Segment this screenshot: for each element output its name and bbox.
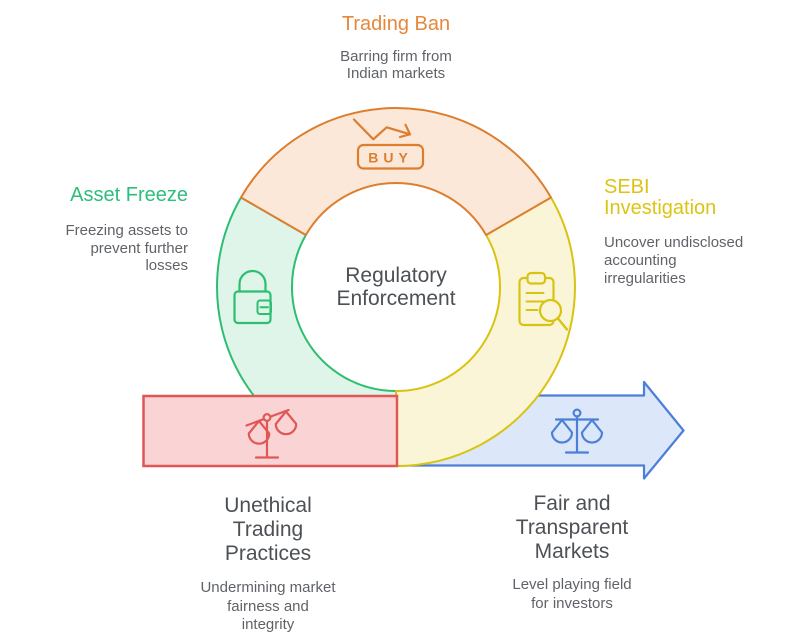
unethical-trading-title: Unethical Trading Practices	[224, 494, 312, 565]
asset-freeze-title: Asset Freeze	[70, 184, 188, 206]
balanced-scales-icon	[550, 408, 604, 454]
unbalanced-scales-icon	[245, 408, 298, 459]
sebi-investigation-title: SEBI Investigation	[604, 176, 717, 219]
trading-ban-title: Trading Ban	[341, 13, 451, 35]
padlock-icon	[233, 269, 272, 325]
fair-markets-title: Fair and Transparent Markets	[515, 492, 629, 563]
trend-down-buy-icon	[352, 118, 425, 170]
unethical-trading-description: Undermining market fairness and integrit…	[200, 579, 336, 633]
unethical-trading-box	[142, 394, 399, 468]
trading-ban-description: Barring firm from Indian markets	[340, 48, 452, 82]
buy-label: BUY	[368, 150, 413, 166]
asset-freeze-description: Freezing assets to prevent further losse…	[65, 222, 188, 274]
segment-sebi-investigation	[395, 196, 576, 467]
segment-trading-ban	[240, 107, 552, 236]
clipboard-search-icon	[518, 271, 569, 331]
sebi-investigation-description: Uncover undisclosed accounting irregular…	[604, 234, 744, 287]
center-label: Regulatory Enforcement	[336, 264, 456, 310]
fair-markets-description: Level playing field for investors	[512, 576, 632, 612]
